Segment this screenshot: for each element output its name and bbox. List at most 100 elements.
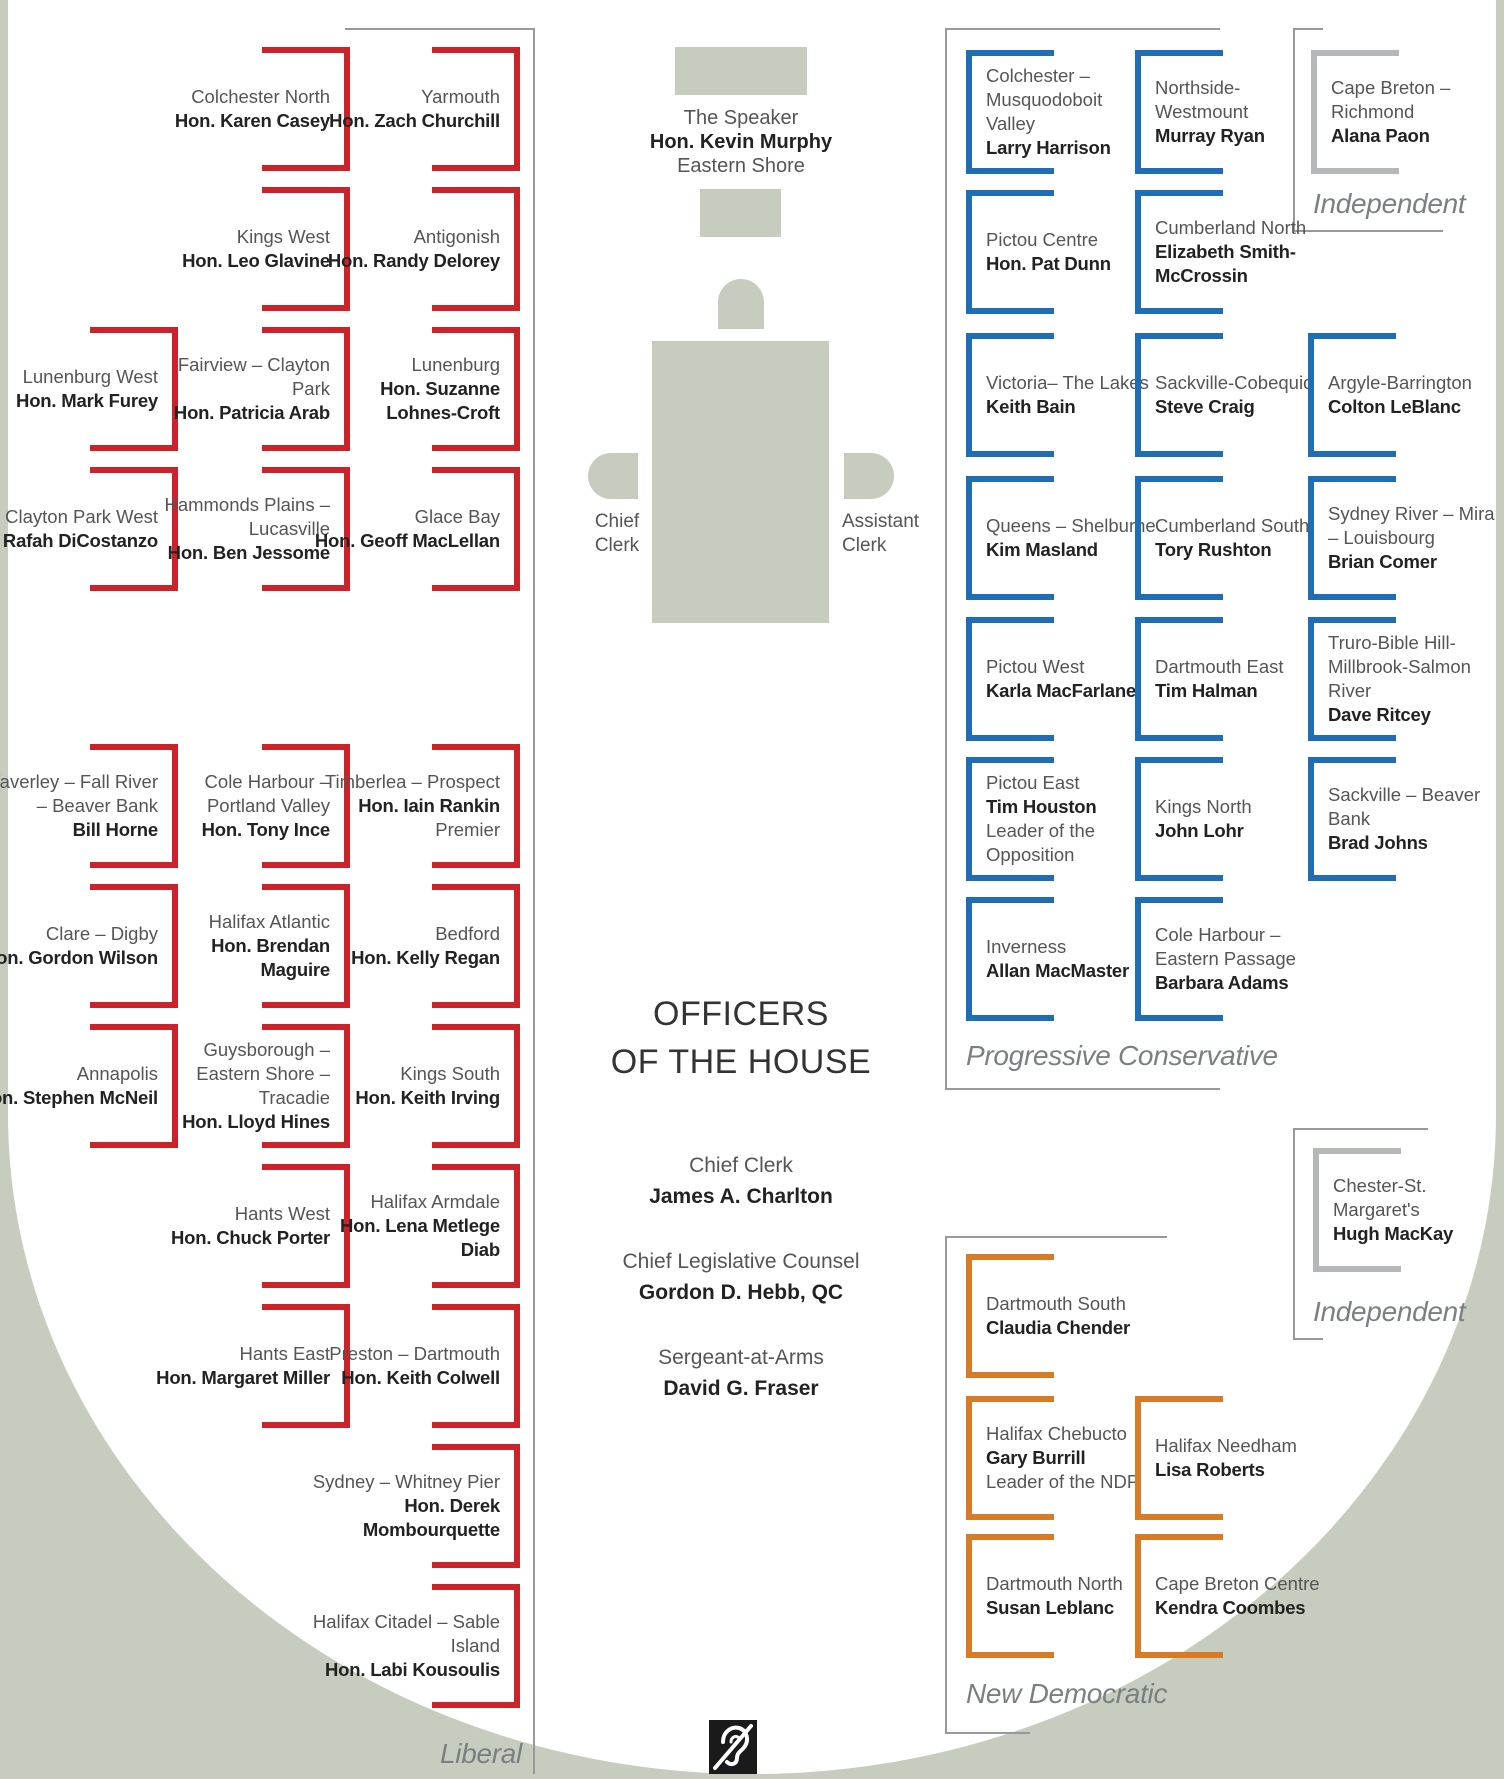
seat-role: Leader of the NDP (986, 1471, 1140, 1492)
chief-clerk-chair (588, 453, 638, 499)
officer-sergeant-role: Sergeant-at-Arms (658, 1346, 824, 1369)
party-label-independent-1: Independent (1313, 188, 1466, 219)
seat-district: Sackville-Cobequid (1155, 372, 1314, 393)
ndp-bracket-top (945, 1236, 1167, 1238)
seat-district: Cumberland South (1155, 515, 1310, 536)
liberal-divider-top (345, 28, 535, 30)
seat-liberal-s17: AnnapolisHon. Stephen McNeil (0, 1024, 178, 1148)
independent-bracket-bottom-1 (1293, 230, 1443, 232)
seat-member-name: Larry Harrison (986, 137, 1111, 158)
pc-bracket-top (945, 28, 1220, 30)
seat-district: Cumberland North (1155, 217, 1307, 238)
seat-district: Clayton Park West (5, 506, 158, 527)
seat-district: Guysborough – Eastern Shore – Tracadie (196, 1039, 330, 1108)
seat-member-name: Kendra Coombes (1155, 1597, 1306, 1618)
seat-district: Halifax Chebucto (986, 1423, 1127, 1444)
seat-district: Halifax Atlantic (208, 911, 330, 932)
officer-legislative-counsel: Chief Legislative Counsel Gordon D. Hebb… (590, 1246, 892, 1308)
seat-district: Halifax Citadel – Sable Island (312, 1611, 500, 1656)
assistant-clerk-seat-line2: Clerk (842, 535, 887, 556)
seat-member-name: Hon. Pat Dunn (986, 253, 1111, 274)
seat-member-name: Hon. Patricia Arab (173, 402, 330, 423)
seat-member-name: Hon. Brendan Maguire (211, 935, 330, 980)
seat-member-name: Gary Burrill (986, 1447, 1086, 1468)
assistant-clerk-seat-label: Assistant Clerk (842, 510, 952, 558)
chief-clerk-seat-label: Chief Clerk (575, 510, 659, 558)
seat-member-name: Kim Masland (986, 539, 1098, 560)
seat-district: Pictou Centre (986, 229, 1099, 250)
seat-member-name: Hon. Karen Casey (174, 110, 330, 131)
seat-district: Sydney – Whitney Pier (312, 1471, 500, 1492)
seat-member-name: Hon. Labi Kousoulis (324, 1659, 500, 1680)
assistant-clerk-seat-line1: Assistant (842, 511, 920, 532)
seat-district: Kings North (1155, 796, 1252, 817)
seat-district: Dartmouth North (986, 1573, 1123, 1594)
seat-member-name: Hon. Derek Mombourquette (362, 1495, 500, 1540)
seat-member-name: Hon. Tony Ince (201, 819, 331, 840)
pc-bracket-line (945, 28, 947, 1090)
officers-title-line1: OFFICERS (653, 995, 829, 1033)
speaker-name: Hon. Kevin Murphy (649, 131, 833, 153)
speaker-district: Eastern Shore (677, 155, 805, 177)
seat-district: Clare – Digby (45, 923, 158, 944)
seat-member-name: Hon. Gordon Wilson (0, 947, 158, 968)
officers-title-line2: OF THE HOUSE (610, 1043, 872, 1081)
officer-legislative-counsel-name: Gordon D. Hebb, QC (638, 1281, 844, 1304)
seat-district: Pictou East (986, 772, 1080, 793)
seat-member-name: Claudia Chender (986, 1317, 1130, 1338)
officer-legislative-counsel-role: Chief Legislative Counsel (622, 1250, 860, 1273)
chief-clerk-seat-line1: Chief (594, 511, 640, 532)
seat-district: Halifax Armdale (370, 1191, 500, 1212)
ndp-bracket-line (945, 1236, 947, 1732)
seat-member-name: Hon. Geoff MacLellan (314, 530, 500, 551)
seat-member-name: Hon. Stephen McNeil (0, 1087, 158, 1108)
seat-district: Lunenburg (411, 354, 500, 375)
seat-district: Kings South (400, 1063, 500, 1084)
officers-title: OFFICERS OF THE HOUSE (600, 990, 882, 1086)
seat-district: Sydney River – Mira – Louisbourg (1328, 503, 1495, 548)
ndp-bracket-bottom (945, 1732, 1030, 1734)
clerk-desk-small (700, 189, 781, 237)
party-label-independent-2: Independent (1313, 1296, 1466, 1327)
seat-member-name: Hon. Keith Colwell (341, 1367, 500, 1388)
seat-district: Antigonish (413, 226, 500, 247)
seat-district: Waverley – Fall River – Beaver Bank (0, 771, 158, 816)
seat-member-name: Hon. Randy Delorey (327, 250, 500, 271)
